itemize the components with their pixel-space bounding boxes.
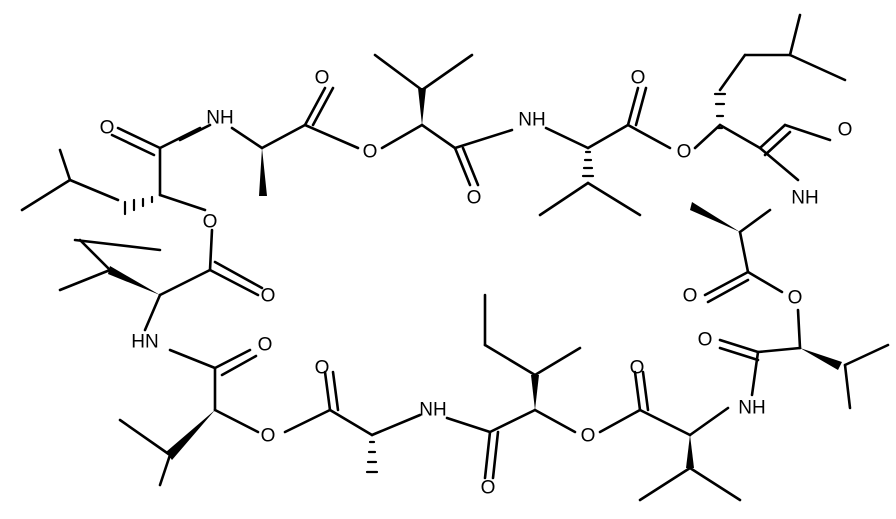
amine-label: NH [791,188,818,209]
oxygen-label: O [788,288,803,309]
oxygen-label: O [677,142,692,163]
oxygen-label: O [698,330,713,351]
oxygen-label: O [315,358,330,379]
amine-label: HN [131,332,158,353]
oxygen-label: O [838,120,853,141]
oxygen-label: O [261,426,276,447]
oxygen-label: O [467,188,482,209]
oxygen-label: O [258,335,273,356]
oxygen-label: O [631,68,646,89]
oxygen-label: O [261,286,276,307]
amine-label: NH [206,108,233,129]
oxygen-label: O [581,426,596,447]
atom-labels: O NH O O O NH O O O NH O O O NH O O O NH… [100,68,853,499]
amine-label: NH [738,398,765,419]
oxygen-label: O [203,212,218,233]
oxygen-label: O [481,478,496,499]
oxygen-label: O [683,286,698,307]
oxygen-label: O [100,118,115,139]
stereo-bonds [108,88,842,474]
bonds [20,13,890,502]
oxygen-label: O [630,358,645,379]
amine-label: NH [518,110,545,131]
oxygen-label: O [363,142,378,163]
oxygen-label: O [315,68,330,89]
amine-label: NH [419,400,446,421]
